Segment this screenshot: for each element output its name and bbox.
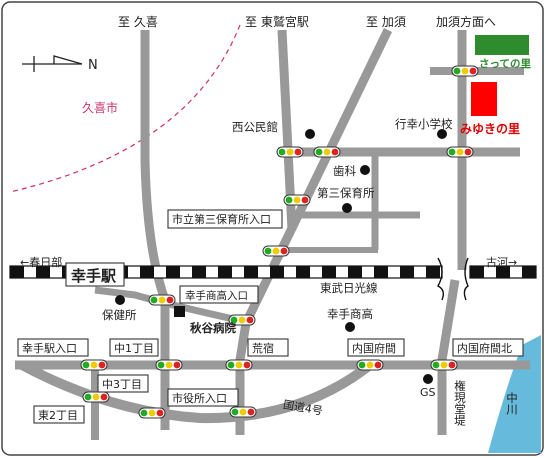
label-to-kasukabe: ←春日部 (20, 255, 62, 269)
road-kuki (140, 30, 170, 430)
label-kuki-city: 久喜市 (82, 100, 118, 115)
station-name: 幸手駅 (71, 267, 117, 285)
label-arajuku: 荒宿 (252, 341, 274, 355)
label-uchikokufuma-kita: 内国府間北 (457, 341, 512, 355)
signal-shiyakusho-west (138, 407, 166, 419)
hoikusho-marker (342, 203, 352, 213)
label-gs: GS (420, 386, 436, 399)
label-to-kazo: 至 加須 (366, 15, 406, 29)
satte-no-sato-block (475, 35, 529, 55)
shika-marker (360, 165, 370, 175)
label-to-kuki: 至 久喜 (118, 15, 158, 29)
signal-naka3 (82, 391, 110, 403)
label-nishi-kominkan: 西公民館 (232, 120, 278, 134)
label-uchikokufuma: 内国府間 (352, 341, 396, 355)
label-eki-iriguchi: 幸手駅入口 (22, 341, 77, 355)
label-shoko-iriguchi: 幸手商高入口 (185, 289, 248, 302)
label-naka1: 中1丁目 (114, 342, 154, 355)
signal-naka1 (155, 359, 183, 371)
label-daisan-hoikusho: 第三保育所 (317, 186, 375, 200)
nishi-kominkan-marker (305, 129, 315, 139)
signal-nishikominkan-west (276, 146, 304, 158)
signal-eki-iriguchi (80, 359, 108, 371)
signal-gyoko (446, 146, 474, 158)
gyoko-school-marker (437, 129, 447, 139)
signal-uchikokufuma (356, 359, 384, 371)
label-satte-shoko: 幸手商高 (327, 307, 373, 321)
akiya-hospital-marker (174, 306, 185, 317)
label-higashi2: 東2丁目 (38, 409, 78, 422)
signal-arajuku (225, 359, 253, 371)
label-gyoko-shogakko: 行幸小学校 (395, 117, 453, 131)
signal-hoikusho-iriguchi (262, 245, 290, 257)
north-arrow (22, 55, 83, 72)
signal-shiyakusho-iriguchi (229, 406, 257, 418)
label-kazo-hoko: 加須方面へ (436, 14, 496, 29)
gs-marker (423, 374, 433, 384)
intersection-label-boxes (17, 209, 524, 424)
map-labels: 至 久喜 至 東鷲宮駅 至 加須 加須方面へ N 久喜市 さっての里 みゆきの里… (20, 14, 531, 426)
road-kokudo4 (19, 360, 374, 424)
label-gongendo: 権現堂堤 (453, 379, 467, 426)
label-miyuki-no-sato: みゆきの里 (460, 121, 520, 136)
label-hokenjo: 保健所 (102, 308, 137, 322)
north-label: N (88, 58, 98, 73)
label-tobu-line: 東武日光線 (320, 281, 378, 295)
label-shiyakusho-iriguchi: 市役所入口 (172, 391, 227, 405)
signal-uchikokufuma-kita (430, 359, 458, 371)
label-shika: 歯科 (333, 164, 356, 178)
road-kazo-diagonal (235, 28, 393, 435)
label-naka3: 中3丁目 (102, 378, 142, 391)
signal-hoikusho-north (283, 194, 311, 206)
label-akiya-byoin: 秋谷病院 (190, 321, 236, 335)
signal-satte (451, 65, 479, 77)
label-satte-no-sato: さっての里 (479, 58, 531, 70)
traffic-signals (80, 65, 479, 419)
label-to-higashi-washimiya: 至 東鷲宮駅 (245, 14, 309, 29)
label-kokudo4: 国道4号 (282, 397, 324, 418)
signal-shoko-iriguchi (228, 314, 256, 326)
label-nakagawa: 中川 (505, 392, 519, 415)
miyuki-no-sato-block (471, 82, 497, 116)
label-to-koga: 古河→ (486, 256, 517, 269)
shoko-marker (345, 322, 355, 332)
signal-hokenjo (148, 294, 176, 306)
signal-nishikominkan-east (313, 146, 341, 158)
label-hoikusho-iriguchi: 市立第三保育所入口 (172, 212, 271, 226)
hokenjo-marker (115, 295, 125, 305)
road-shoko (94, 286, 239, 324)
